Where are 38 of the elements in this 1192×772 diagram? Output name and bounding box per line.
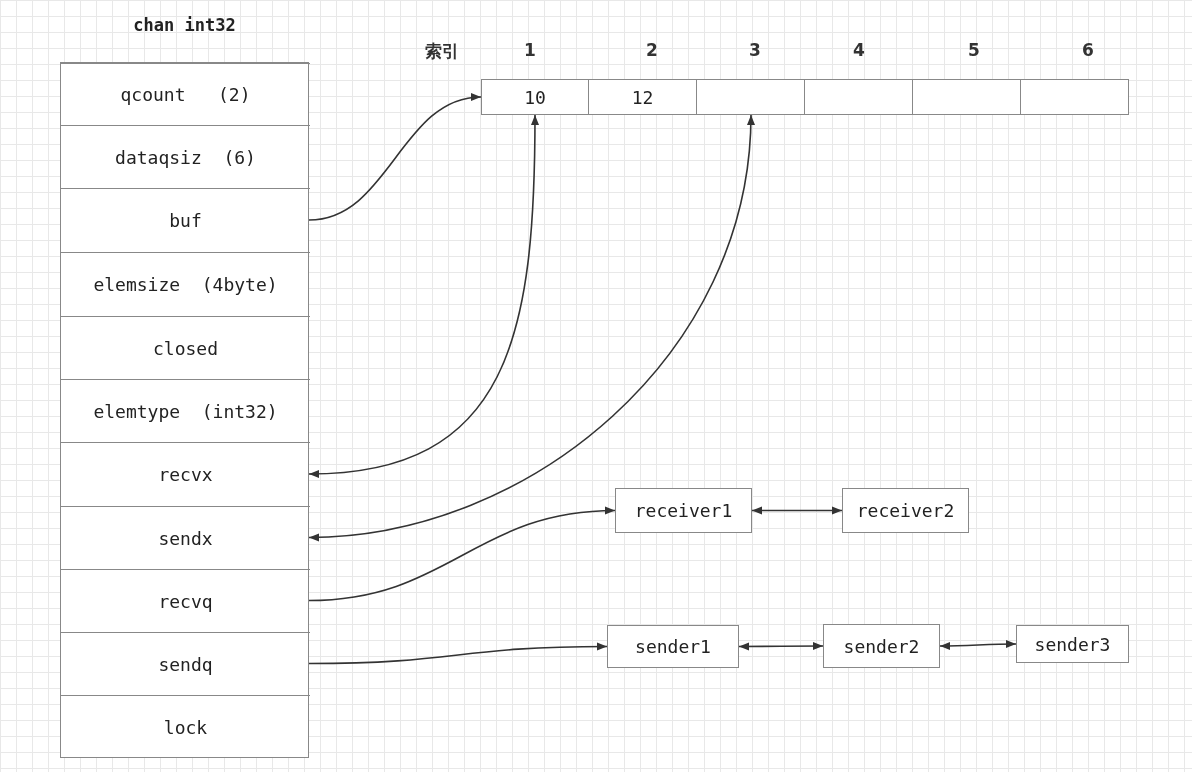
column-index: 5 <box>968 40 980 60</box>
queue-box: receiver1 <box>615 488 752 533</box>
struct-title: chan int32 <box>133 15 236 35</box>
buffer-slot <box>805 79 913 115</box>
struct-field-cell: dataqsiz (6) <box>61 126 310 189</box>
struct-field-cell: buf <box>61 189 310 253</box>
column-index: 3 <box>749 40 761 60</box>
buffer-slot <box>697 79 805 115</box>
queue-box: receiver2 <box>842 488 969 533</box>
index-heading: 索引 <box>425 40 459 63</box>
struct-field-cell: recvq <box>61 570 310 633</box>
struct-field-cell: qcount (2) <box>61 63 310 126</box>
struct-field-cell: closed <box>61 317 310 380</box>
struct-field-cell: sendq <box>61 633 310 696</box>
arrow <box>751 506 843 515</box>
buffer-slot <box>913 79 1021 115</box>
buffer-slot: 10 <box>481 79 589 115</box>
arrow <box>308 114 539 478</box>
queue-box: sender3 <box>1016 625 1129 663</box>
struct-field-cell: elemtype (int32) <box>61 380 310 443</box>
column-index: 2 <box>646 40 658 60</box>
queue-box: sender2 <box>823 624 940 668</box>
arrow <box>308 507 616 602</box>
arrow <box>308 642 608 665</box>
column-index: 4 <box>853 40 865 60</box>
struct-field-cell: sendx <box>61 507 310 570</box>
struct-field-cell: recvx <box>61 443 310 507</box>
arrow <box>939 640 1017 650</box>
struct-field-cell: lock <box>61 696 310 759</box>
arrow <box>308 114 755 541</box>
buffer-slot: 12 <box>589 79 697 115</box>
buffer-slot <box>1021 79 1129 115</box>
arrow <box>738 642 824 651</box>
arrow <box>308 94 482 221</box>
column-index: 6 <box>1082 40 1094 60</box>
struct-field-cell: elemsize (4byte) <box>61 253 310 317</box>
queue-box: sender1 <box>607 625 739 668</box>
column-index: 1 <box>524 40 536 60</box>
